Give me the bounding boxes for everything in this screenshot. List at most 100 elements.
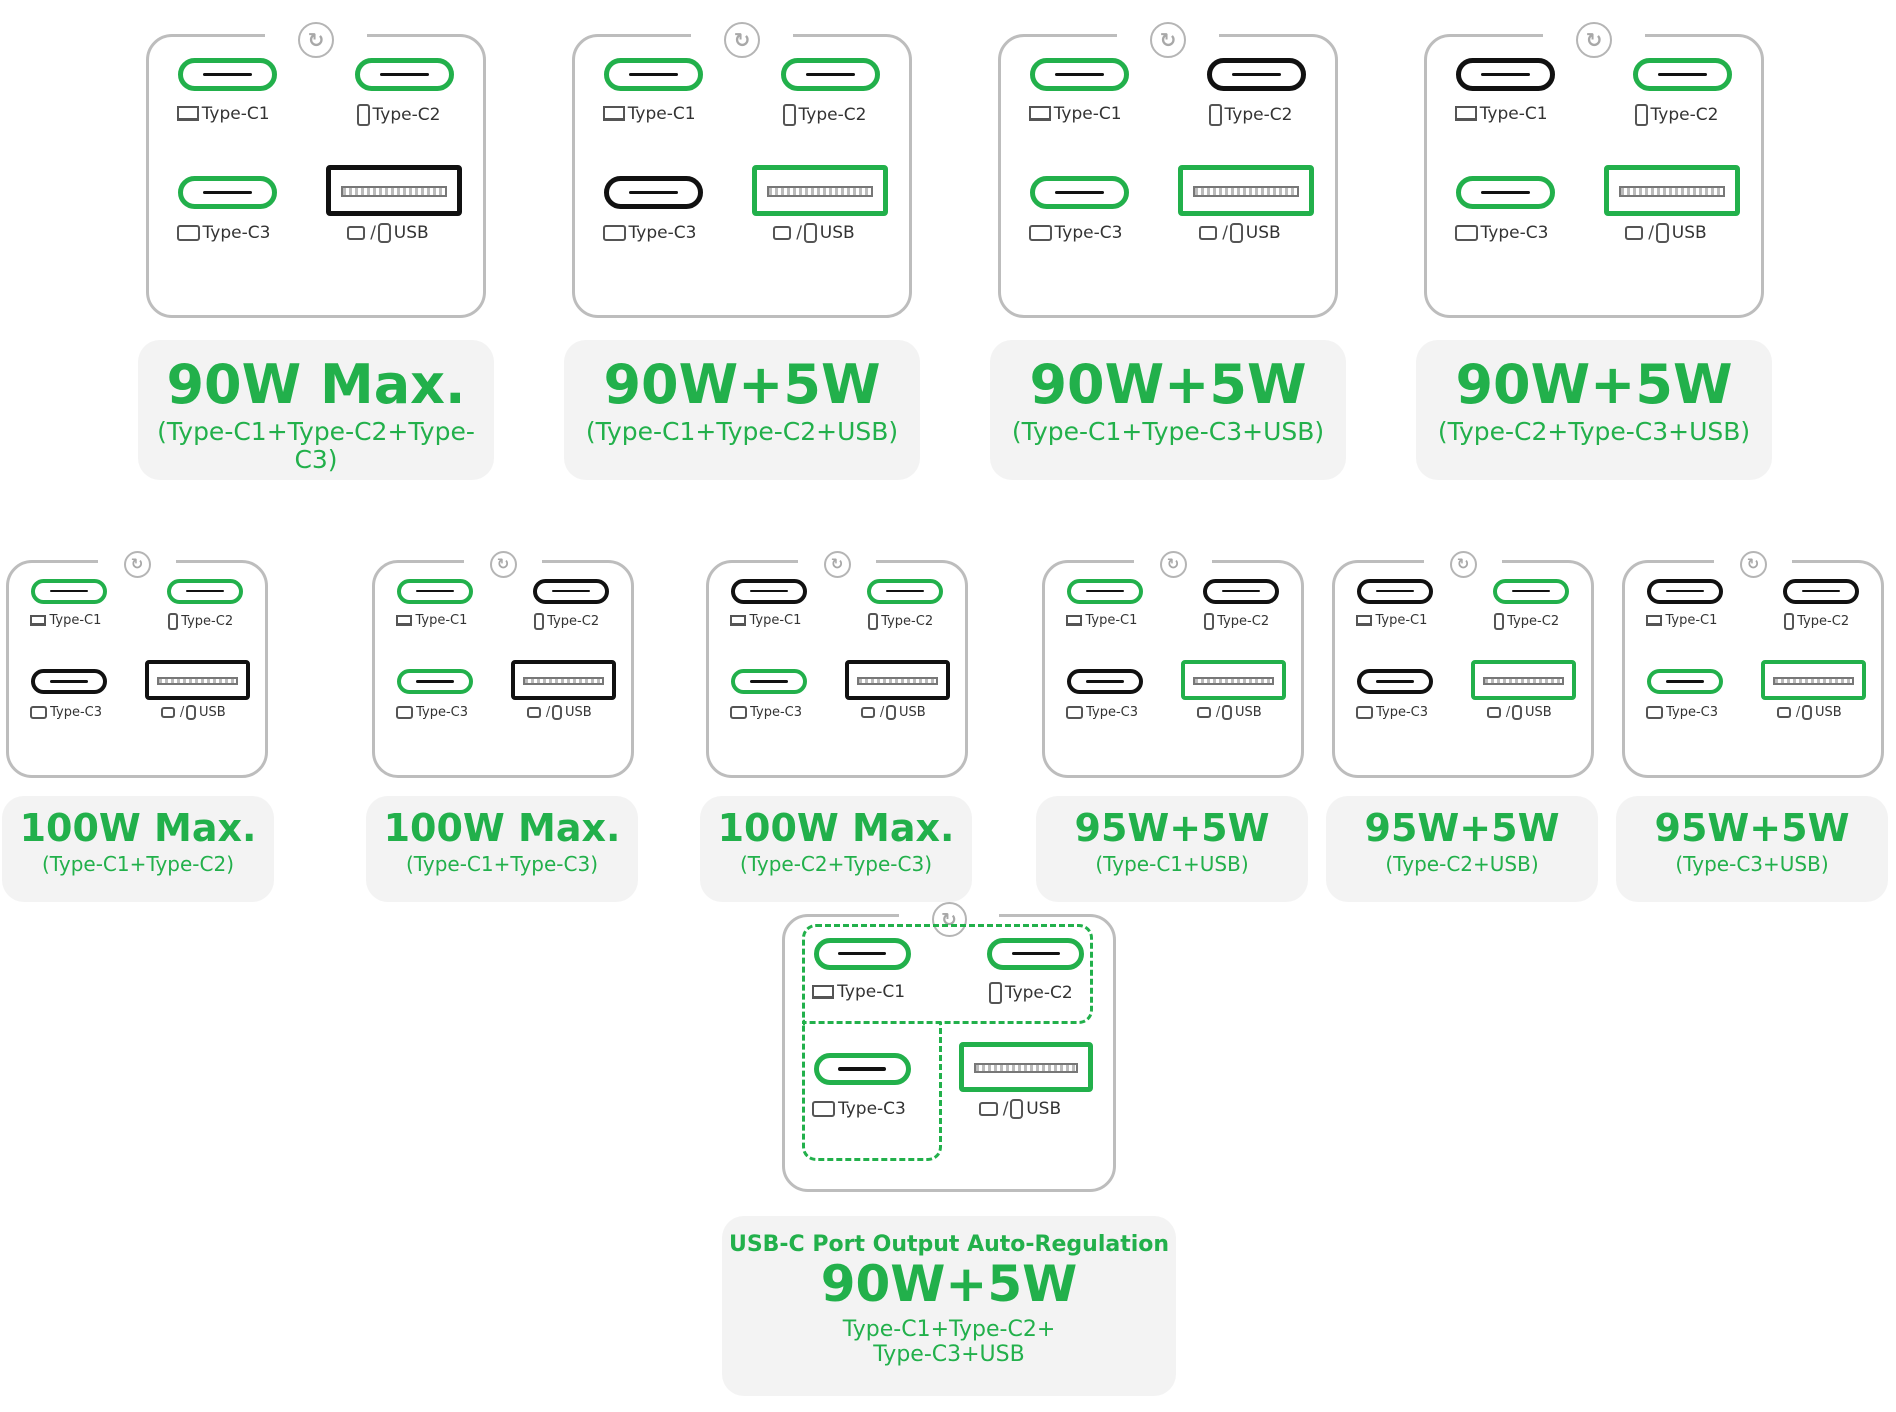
caption-wattage: 90W+5W [1029, 353, 1307, 416]
watch-icon [1010, 1099, 1024, 1119]
caption-ports: (Type-C1+Type-C3+USB) [1011, 416, 1325, 446]
label-type-c3: Type-C3 [1065, 704, 1139, 720]
port-label-text: Type-C1 [627, 103, 696, 124]
port-label-text: Type-C2 [1224, 104, 1293, 125]
label-type-c2: Type-C2 [1208, 103, 1293, 126]
port-slot [1772, 676, 1854, 685]
port-label-text: Type-C3 [416, 704, 469, 720]
port-slot [1375, 680, 1414, 683]
caption-card: 90W+5W(Type-C1+Type-C3+USB) [990, 340, 1346, 480]
port-label-text: Type-C1 [1085, 613, 1138, 629]
port-slot [1657, 72, 1708, 77]
port-slot [767, 186, 874, 197]
port-slot [1193, 186, 1300, 197]
label-type-c2: Type-C2 [356, 103, 440, 126]
usb-label-text: USB [1815, 704, 1842, 720]
power-bank-icon [526, 707, 541, 718]
tablet-icon [1355, 706, 1374, 719]
label-type-c3: Type-C3 [602, 223, 696, 243]
port-label-text: Type-C2 [1004, 983, 1073, 1004]
port-slot [973, 1062, 1078, 1074]
port-label-text: Type-C3 [202, 222, 271, 243]
port-label-text: Type-C1 [49, 613, 102, 629]
label-type-c3: Type-C3 [1645, 705, 1718, 720]
port-label-text: Type-C2 [1797, 614, 1850, 630]
watch-icon [552, 705, 563, 720]
port-usb [1178, 164, 1315, 216]
label-usb: / USB [1624, 222, 1707, 243]
watch-icon [1656, 223, 1669, 243]
label-type-c1: Type-C1 [1355, 613, 1428, 629]
port-type-c1 [604, 58, 703, 91]
port-type-c2 [167, 578, 244, 604]
usb-label-text: USB [899, 704, 926, 720]
port-type-c1 [178, 58, 277, 91]
caption-ports-line-1: Type-C1+Type-C2+ [842, 1316, 1056, 1342]
phone-icon [1208, 103, 1222, 126]
label-usb: /USB [1198, 223, 1281, 243]
watch-icon [1802, 705, 1813, 720]
port-label-text: Type-C3 [1086, 704, 1139, 720]
label-usb: /USB [860, 704, 926, 720]
port-slot [1375, 589, 1414, 593]
label-type-c2: Type-C2 [1204, 613, 1269, 631]
port-label-text: Type-C1 [1053, 103, 1122, 124]
charge-swap-icon: ↻ [489, 550, 517, 578]
port-label-text: Type-C1 [201, 103, 270, 124]
port-type-c1 [1456, 58, 1555, 91]
phone-icon [782, 103, 796, 126]
caption-wattage: 100W Max. [383, 806, 621, 850]
port-label-text: Type-C1 [1375, 613, 1428, 629]
caption-ports: (Type-C2+Type-C3) [739, 851, 933, 876]
port-usb [844, 660, 950, 700]
port-label-text: Type-C1 [1665, 613, 1718, 629]
port-type-c2 [1203, 578, 1280, 604]
port-type-c1 [30, 578, 107, 604]
port-slot [1512, 589, 1551, 593]
port-slot [837, 951, 887, 956]
port-usb [510, 660, 616, 700]
usb-label-text: USB [1671, 222, 1707, 243]
caption-ports: (Type-C3+USB) [1675, 851, 1829, 876]
port-slot [415, 589, 454, 593]
port-slot [837, 1067, 887, 1071]
watch-icon [1512, 705, 1523, 720]
port-type-c2 [867, 578, 944, 604]
port-type-c3 [730, 669, 807, 695]
port-type-c1 [1356, 578, 1433, 604]
port-slot [156, 676, 238, 685]
caption-wattage: 90W+5W [603, 353, 881, 416]
tablet-icon [812, 1100, 835, 1117]
label-type-c3: Type-C3 [29, 705, 102, 720]
phone-icon [1494, 613, 1505, 631]
power-bank-icon [979, 1102, 998, 1116]
label-type-c2: Type-C2 [1784, 613, 1850, 631]
tablet-icon [729, 706, 748, 719]
power-bank-icon [160, 707, 175, 718]
label-type-c2: Type-C2 [1494, 613, 1560, 631]
port-slot [522, 676, 604, 685]
laptop-icon [176, 106, 199, 121]
port-slot [1231, 72, 1282, 77]
label-type-c1: Type-C1 [602, 103, 696, 124]
charge-swap-icon: ↻ [1449, 550, 1477, 578]
label-type-c1: Type-C1 [29, 613, 102, 629]
usb-label-separator: / [1002, 1098, 1009, 1119]
port-usb [1470, 660, 1576, 700]
port-slot [628, 72, 679, 77]
port-label-text: Type-C2 [881, 614, 934, 630]
caption-card: 100W Max.(Type-C1+Type-C2) [2, 796, 274, 902]
port-label-text: Type-C2 [1507, 614, 1560, 630]
port-slot [186, 589, 225, 593]
usb-label-separator: / [1648, 222, 1655, 243]
port-label-text: Type-C1 [415, 613, 468, 629]
phone-icon [989, 982, 1002, 1005]
port-type-c3 [1646, 669, 1723, 695]
label-type-c1: Type-C1 [395, 613, 468, 629]
label-type-c1: Type-C1 [1645, 613, 1718, 629]
